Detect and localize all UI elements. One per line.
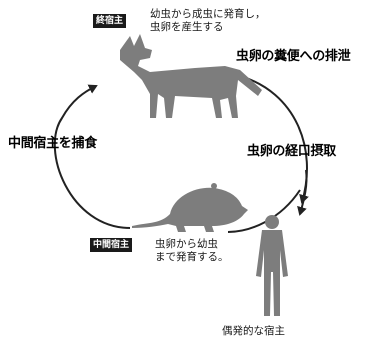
definitive-host-badge: 終宿主 bbox=[93, 14, 127, 28]
human-icon bbox=[256, 215, 288, 316]
excretion-label: 虫卵の糞便への排泄 bbox=[236, 49, 351, 64]
definitive-host-note-line2: 虫卵を産生する bbox=[150, 21, 224, 33]
ingestion-label: 虫卵の経口摂取 bbox=[247, 144, 336, 159]
excretion-arrow bbox=[239, 75, 309, 204]
intermediate-host-note-line1: 虫卵から幼虫 bbox=[155, 238, 218, 250]
intermediate-host-note-line2: まで発育する。 bbox=[155, 251, 229, 263]
definitive-host-note-line1: 幼虫から成虫に発育し， bbox=[150, 8, 266, 20]
fox-icon bbox=[120, 34, 262, 118]
intermediate-host-badge: 中間宿主 bbox=[90, 238, 133, 252]
ingestion-to-human-arrow bbox=[297, 169, 308, 216]
intermediate-host-note: 虫卵から幼虫 まで発育する。 bbox=[155, 238, 229, 264]
ingestion-to-intermediate-arrow bbox=[227, 189, 301, 233]
vole-icon bbox=[132, 183, 248, 232]
predation-label: 中間宿主を捕食 bbox=[8, 136, 97, 151]
accidental-host-label: 偶発的な宿主 bbox=[222, 325, 285, 337]
definitive-host-note: 幼虫から成虫に発育し， 虫卵を産生する bbox=[150, 8, 320, 34]
predation-arrow bbox=[53, 84, 131, 229]
